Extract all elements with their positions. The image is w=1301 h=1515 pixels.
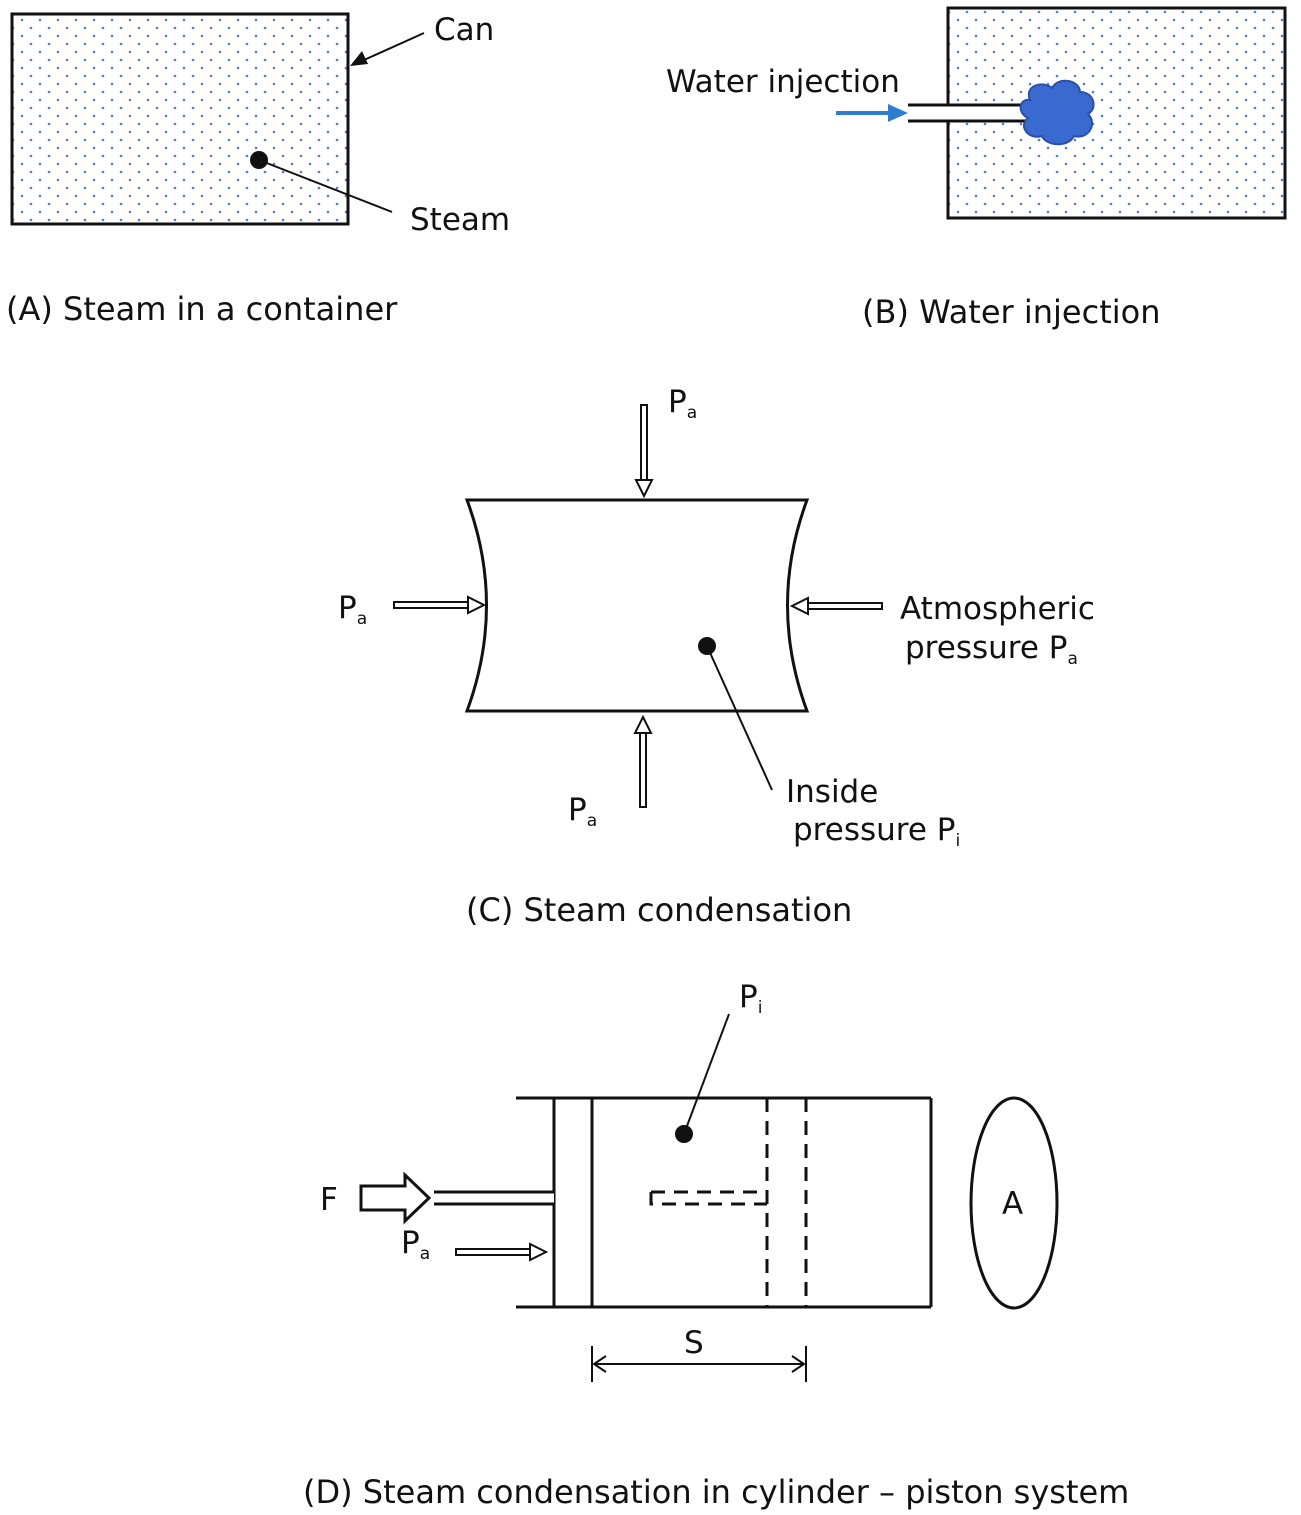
panel-c: Pa Pa Pa Atmospheric pressure Pa Inside … (338, 384, 1095, 929)
can-pointer-line (363, 32, 425, 61)
caption-b: (B) Water injection (862, 293, 1161, 331)
caption-d: (D) Steam condensation in cylinder – pis… (303, 1473, 1129, 1511)
pi-pointer-line (683, 1013, 730, 1135)
piston-rod (434, 1190, 554, 1206)
pressure-arrow-right (789, 596, 883, 616)
panel-a: Can Steam (A) Steam in a container (6, 12, 510, 328)
area-ellipse (969, 1096, 1059, 1310)
can-pointer-arrowhead (350, 51, 368, 66)
panel-b: Water injection (B) Water injection (666, 6, 1287, 331)
pa-arrow-d (455, 1242, 549, 1262)
pi-label: Pi (739, 979, 762, 1018)
water-injection-label: Water injection (666, 64, 900, 100)
steam-label: Steam (410, 202, 510, 238)
atmospheric-label-line2: pressure Pa (905, 630, 1078, 669)
area-label: A (1002, 1186, 1023, 1222)
moved-rod-outline (649, 1192, 767, 1206)
inside-pointer-line (706, 645, 773, 791)
can-container (10, 12, 350, 226)
pa-label-top: Pa (668, 384, 697, 423)
pa-label-bottom: Pa (568, 792, 597, 831)
pressure-arrow-left (393, 595, 487, 615)
pa-label-left: Pa (338, 590, 367, 629)
water-blob (1019, 79, 1095, 146)
deformed-can (464, 498, 810, 713)
caption-a: (A) Steam in a container (6, 290, 398, 328)
inside-label-line1: Inside (786, 774, 878, 810)
pressure-arrow-top (634, 404, 654, 499)
caption-c: (C) Steam condensation (466, 891, 852, 929)
pressure-arrow-bottom (633, 714, 653, 808)
injection-pipe (908, 103, 1028, 123)
can-label: Can (434, 12, 494, 48)
stroke-label: S (684, 1325, 704, 1361)
inside-label-line2: pressure Pi (793, 812, 960, 851)
steam-pointer-line (258, 159, 393, 213)
stroke-dimension (591, 1346, 807, 1382)
atmospheric-label-line1: Atmospheric (900, 591, 1095, 627)
panel-d: Pi F Pa A S (D) Steam condensation in cy… (303, 979, 1129, 1511)
pa-label-d: Pa (401, 1225, 430, 1264)
water-arrow-head (888, 104, 908, 122)
force-label: F (320, 1182, 338, 1218)
piston (552, 1096, 594, 1309)
force-arrow (359, 1171, 432, 1225)
